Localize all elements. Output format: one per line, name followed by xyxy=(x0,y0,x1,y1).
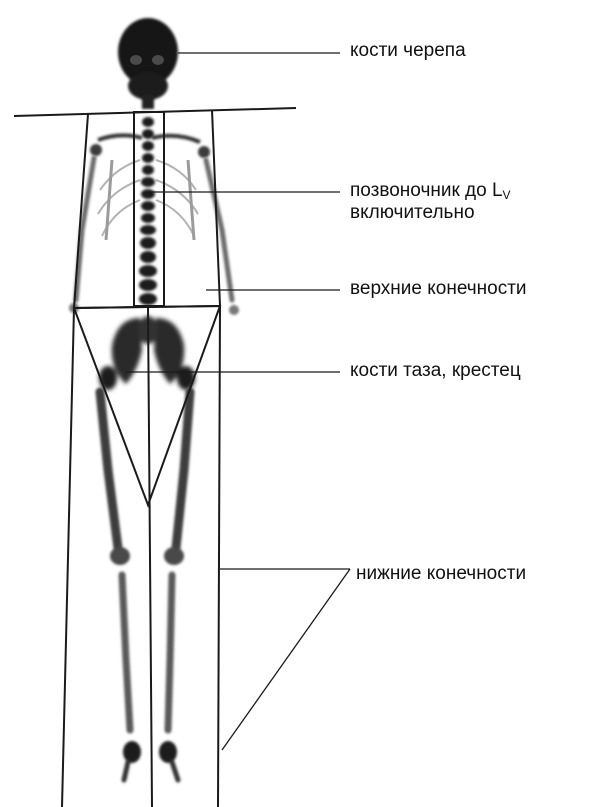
spine-label-subscript: V xyxy=(503,188,511,202)
spine-label-line2: включительно xyxy=(350,202,475,223)
legs-center-line xyxy=(148,308,152,807)
lower-limbs-label: нижние конечности xyxy=(356,563,526,585)
legs-right-boundary xyxy=(218,306,220,807)
skull-image xyxy=(118,18,178,109)
leader-lines xyxy=(126,53,350,750)
spine-label: позвоночник до LV включительно xyxy=(350,180,511,224)
pelvis-label: кости таза, крестец xyxy=(350,360,521,382)
upper-limbs-label: верхние конечности xyxy=(350,278,527,300)
region-boundaries xyxy=(14,108,296,807)
legs-left-boundary xyxy=(62,308,74,807)
lower-limbs-image xyxy=(100,392,190,780)
pelvis-image xyxy=(99,316,195,390)
spine-label-line1: позвоночник до LV xyxy=(350,180,511,201)
skull-label: кости черепа xyxy=(350,40,466,62)
lower-limbs-leader-diagonal xyxy=(222,569,350,750)
spine-image xyxy=(139,117,157,305)
